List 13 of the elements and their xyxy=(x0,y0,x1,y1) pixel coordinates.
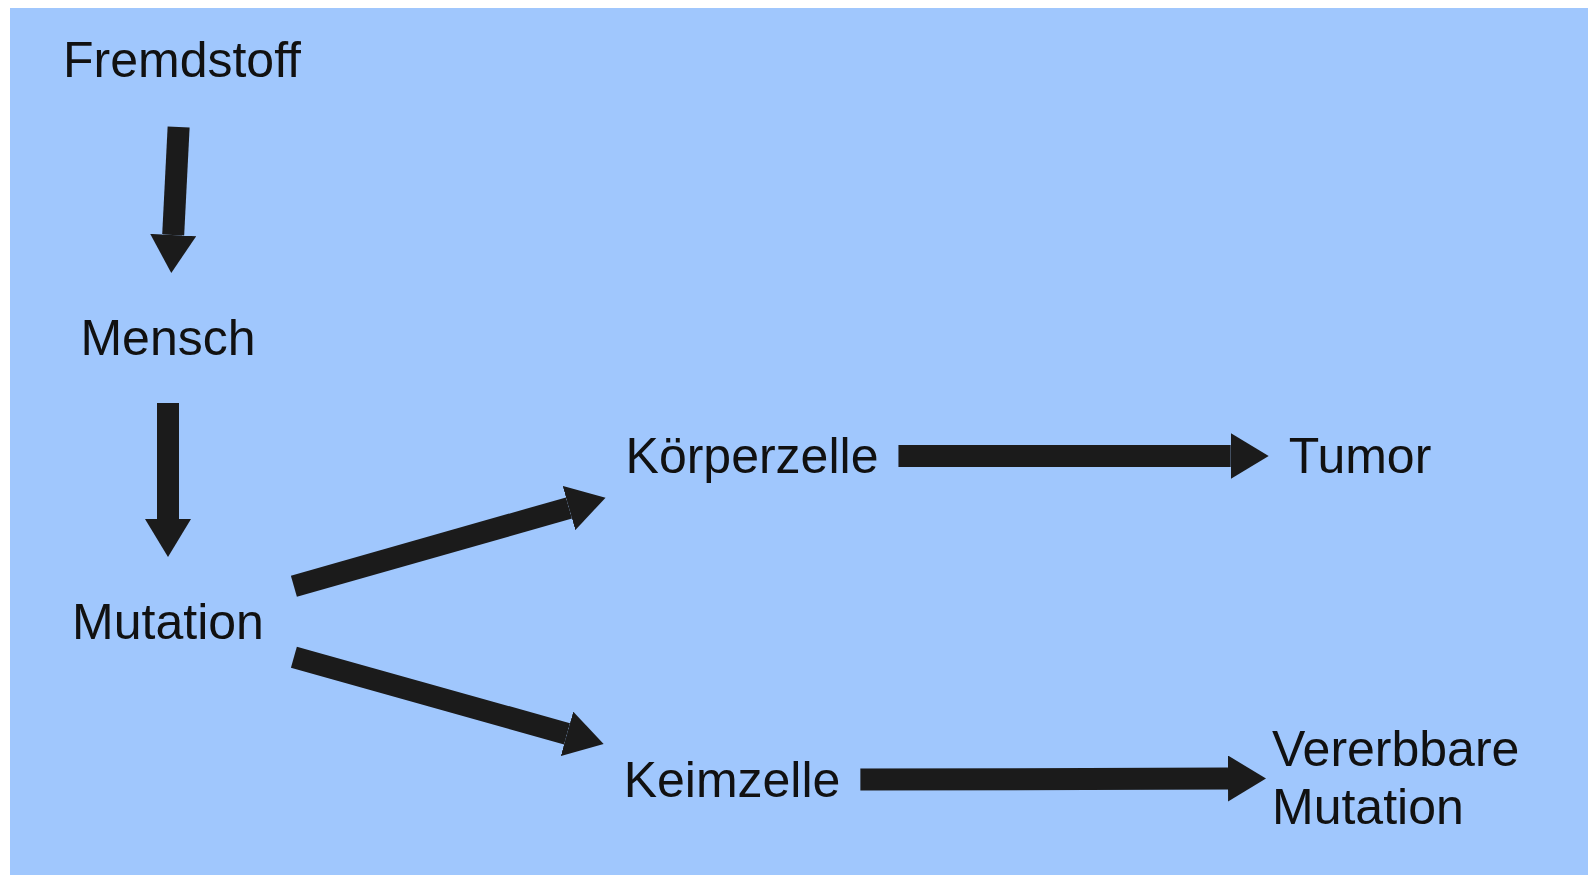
arrow xyxy=(150,126,197,273)
node-label: Mutation xyxy=(72,593,264,651)
node-label: Körperzelle xyxy=(625,427,879,485)
node-label: Keimzelle xyxy=(623,751,841,809)
node-label: Tumor xyxy=(1288,427,1432,485)
arrow xyxy=(860,755,1266,802)
arrow xyxy=(290,646,604,756)
arrow xyxy=(898,433,1269,479)
node-label: Fremdstoff xyxy=(63,31,301,89)
arrow xyxy=(290,485,606,597)
node-label: Mensch xyxy=(80,309,256,367)
arrow xyxy=(145,403,191,557)
node-label: Vererbbare Mutation xyxy=(1272,720,1521,836)
